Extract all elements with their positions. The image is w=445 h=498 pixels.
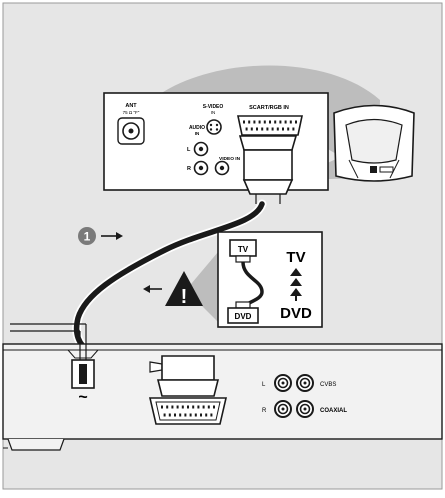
scart-pin — [261, 127, 264, 131]
tv-rear — [333, 104, 415, 182]
scart-orientation-callout: TV DVD TV DVD — [186, 231, 323, 328]
scart-pin — [192, 405, 195, 409]
scart-pin — [292, 127, 295, 131]
dvd-scart-socket — [148, 397, 228, 425]
scart-pin — [207, 405, 210, 409]
scart-pin — [163, 413, 166, 417]
warning-symbol: ! — [181, 286, 188, 308]
scart-pin — [269, 120, 271, 124]
audio-in-label: AUDIO — [189, 125, 205, 131]
scart-pin — [266, 127, 269, 131]
scart-pin — [287, 127, 290, 131]
scart-pin — [213, 405, 215, 409]
scart-pin — [253, 120, 256, 124]
scart-pin — [256, 127, 258, 131]
coaxial-label: COAXIAL — [320, 408, 347, 414]
up-arrow-icon — [290, 288, 302, 296]
scart-pin — [284, 120, 287, 124]
dvd-audio-left-label: L — [262, 382, 266, 388]
scart-pin — [174, 413, 176, 417]
tv-jack-block-icon — [370, 166, 377, 173]
scart-pin — [184, 413, 187, 417]
tv-audio-left-label: L — [187, 147, 191, 153]
scart-pin — [161, 405, 163, 409]
scart-pin — [171, 405, 174, 409]
scart-pin — [263, 120, 266, 124]
callout-dvd-text: DVD — [280, 305, 312, 322]
ant-label: ANT — [125, 103, 137, 109]
scart-pin — [295, 120, 297, 124]
dvd-av-jacks: L R CVBS COAXIAL — [262, 374, 347, 418]
callout-tv-text: TV — [286, 249, 305, 266]
audio-in-sub-label: IN — [195, 131, 200, 136]
scart-pin — [179, 413, 182, 417]
dvd-plug-icon — [227, 307, 259, 324]
scart-pin — [279, 120, 282, 124]
dvd-audio-right-label: R — [262, 408, 267, 414]
svideo-label: S-VIDEO — [203, 104, 224, 110]
dvd-scart-pins — [161, 405, 215, 417]
scart-pin — [274, 120, 277, 124]
scart-pin — [210, 413, 213, 417]
scart-pin — [202, 405, 205, 409]
scart-rgb-in-label: SCART/RGB IN — [249, 105, 289, 111]
callout-tv-plug-label: TV — [238, 245, 249, 254]
scart-pin — [250, 127, 253, 131]
step-number-badge — [78, 227, 96, 245]
svideo-sub-label: IN — [211, 110, 216, 115]
scart-pin — [271, 127, 274, 131]
scart-pin — [282, 127, 284, 131]
scart-pin — [243, 120, 245, 124]
ac-power-symbol: ~ — [78, 389, 87, 406]
dvd-player-rear — [2, 343, 443, 451]
cvbs-label: CVBS — [320, 382, 336, 388]
callout-dvd-plug-label: DVD — [235, 312, 252, 321]
scart-pin — [205, 413, 208, 417]
scart-pin — [197, 405, 200, 409]
ant-sub-label: 75 Ω "F" — [123, 110, 140, 115]
scart-pin — [258, 120, 261, 124]
scart-pin — [289, 120, 292, 124]
warning-arrow-head-icon — [143, 285, 150, 293]
scart-pin — [276, 127, 279, 131]
scart-pin — [187, 405, 189, 409]
up-arrow-icon — [290, 268, 302, 276]
step-arrow-head-icon — [116, 232, 123, 240]
scart-pin — [176, 405, 179, 409]
scart-pin — [194, 413, 197, 417]
warning-triangle-icon — [165, 271, 203, 306]
scart-pin — [248, 120, 251, 124]
tv-audio-right-label: R — [187, 166, 191, 172]
tv-scart-plug — [238, 135, 298, 204]
scart-pin — [200, 413, 202, 417]
up-arrow-icon — [290, 278, 302, 286]
power-cord: ~ — [10, 323, 99, 406]
tv-scart-socket-icon — [237, 115, 303, 136]
scart-pin — [166, 405, 169, 409]
scart-pin — [181, 405, 184, 409]
video-in-label: VIDEO IN — [219, 156, 241, 162]
scart-pin — [245, 127, 248, 131]
scart-pin — [189, 413, 192, 417]
dvd-foot — [7, 438, 65, 451]
scart-pin — [168, 413, 171, 417]
svideo-jack-icon — [206, 119, 222, 135]
tv-scart-pins — [243, 120, 297, 131]
step-number: 1 — [84, 230, 91, 244]
dvd-scart-plug — [149, 355, 220, 397]
